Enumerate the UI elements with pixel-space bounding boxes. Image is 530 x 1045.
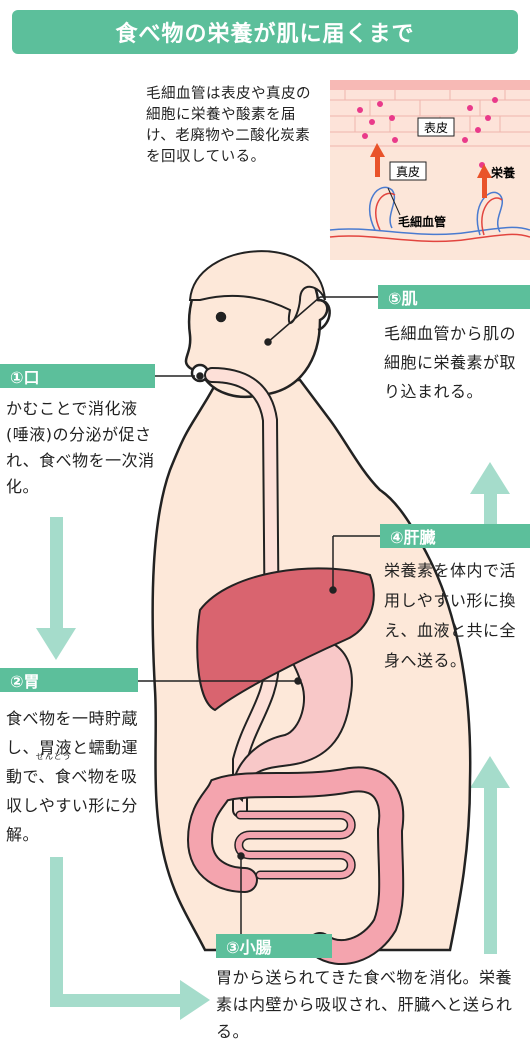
nutrition-label: 栄養 [490, 165, 515, 180]
leader-dot-stomach [295, 678, 301, 684]
label-liver: ④肝臓 [380, 524, 530, 548]
text-small-intestine: 胃から送られてきた食べ物を消化。栄養素は内壁から吸収され、肝臓へと送られる。 [216, 964, 526, 1045]
arrow-head-right [180, 980, 210, 1020]
text-stomach: 食べ物を一時貯蔵し、胃液と蠕動運動で、食べ物を吸収しやすい形に分解。 [6, 704, 138, 849]
label-small-intestine: ③小腸 [216, 934, 332, 958]
label-skin: ⑤肌 [378, 285, 530, 309]
text-liver: 栄養素を体内で活用しやすい形に換え、血液と共に全身へ送る。 [384, 556, 528, 676]
arrow-horizontal [50, 994, 185, 1007]
leader-dot-intestine [238, 853, 244, 859]
text-skin: 毛細血管から肌の細胞に栄養素が取り込まれる。 [384, 319, 528, 406]
arrow-head-up-2 [470, 462, 510, 494]
label-stomach: ②胃 [0, 668, 138, 692]
text-mouth: かむことで消化液(唾液)の分泌が促され、食べ物を一次消化。 [6, 396, 156, 500]
dermis-label: 真皮 [396, 165, 420, 179]
epidermis-surface [330, 80, 530, 90]
arrow-intestine-to-liver [484, 784, 497, 954]
arrow-mouth-to-stomach [50, 517, 63, 632]
arrow-head-up-1 [470, 756, 510, 788]
skin-inset: 表皮 真皮 栄養 毛細血管 [330, 80, 530, 260]
arrow-head-down [36, 628, 76, 660]
epidermis-label: 表皮 [424, 121, 448, 135]
arrow-stomach-to-intestine [50, 857, 63, 1007]
label-mouth: ①口 [0, 364, 155, 388]
eye [217, 313, 225, 321]
leader-dot-skin [265, 339, 271, 345]
leader-dot-mouth [197, 373, 203, 379]
leader-dot-liver [330, 587, 336, 593]
capillary-label: 毛細血管 [398, 214, 446, 229]
ruby-peristalsis: ぜんどう [36, 751, 72, 762]
